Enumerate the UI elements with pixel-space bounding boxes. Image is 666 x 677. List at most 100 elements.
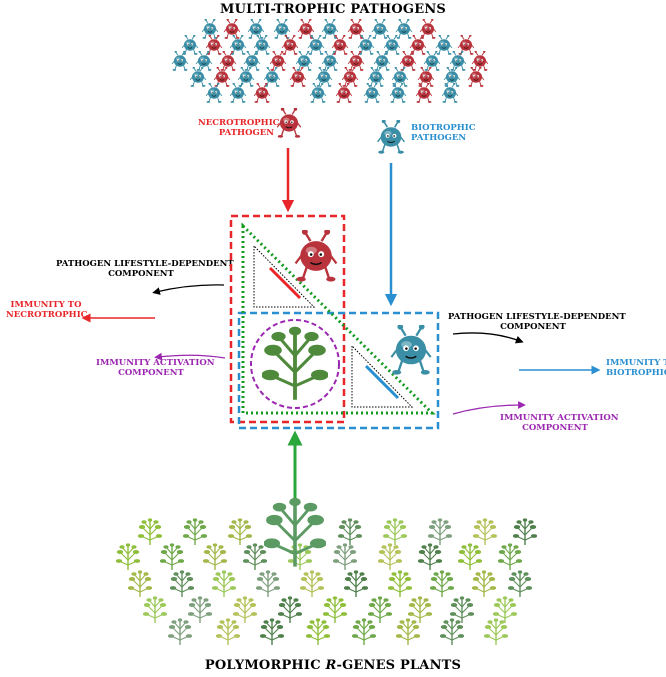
field-plant-icon [333, 543, 357, 571]
right-immunity-label-line2: BIOTROPHIC [606, 368, 666, 378]
biotrophic-pathogen-label-line1: BIOTROPHIC [411, 123, 476, 133]
bottom-title: POLYMORPHIC R-GENES PLANTS [0, 658, 666, 673]
crowd-pathogen-icon [441, 83, 459, 103]
crowd-pathogen-icon [371, 19, 389, 39]
field-plant-icon [323, 596, 347, 624]
crowd-pathogen-icon [247, 19, 265, 39]
field-plant-icon [388, 570, 412, 598]
biotrophic-box [237, 311, 440, 430]
crowd-pathogen-icon [449, 51, 467, 71]
right-immunity-label-line1: IMMUNITY TO [606, 358, 666, 368]
field-plant-icon [352, 618, 376, 646]
plant-fitness-triangle [241, 222, 436, 415]
field-plant-icon [216, 618, 240, 646]
field-plant-icon [183, 518, 207, 546]
tall-plant-icon [263, 498, 326, 567]
field-plant-icon [344, 570, 368, 598]
field-plant-icon [170, 570, 194, 598]
necrotrophic-pathogen-label: NECROTROPHIC PATHOGEN [198, 118, 280, 138]
right-lifestyle-label: PATHOGEN LIFESTYLE-DEPENDENT COMPONENT [448, 312, 626, 332]
field-plant-icon [440, 618, 464, 646]
right-lifestyle-label-line2: COMPONENT [500, 322, 566, 332]
necrotrophic-stripe [268, 266, 302, 300]
right-activation-label-line1: IMMUNITY ACTIVATION [500, 413, 619, 423]
necrotrophic-box [229, 214, 346, 424]
field-plant-icon [260, 618, 284, 646]
field-plant-icon [128, 570, 152, 598]
field-plant-icon [418, 543, 442, 571]
top-title: MULTI-TROPHIC PATHOGENS [220, 2, 446, 17]
field-plant-icon [408, 596, 432, 624]
left-lifestyle-label-line2: COMPONENT [108, 269, 174, 279]
left-lifestyle-label: PATHOGEN LIFESTYLE-DEPENDENT COMPONENT [56, 259, 234, 279]
crowd-pathogen-icon [389, 83, 407, 103]
pathogen-crowd [171, 19, 489, 103]
left-immunity-label: IMMUNITY TO NECROTROPHIC [6, 300, 88, 320]
crowd-pathogen-icon [273, 19, 291, 39]
biotrophic-pathogen-label: BIOTROPHIC PATHOGEN [411, 123, 476, 143]
field-plant-icon [233, 596, 257, 624]
right-activation-label-line2: COMPONENT [522, 423, 588, 433]
bottom-title-part1: POLYMORPHIC [204, 658, 326, 673]
crowd-pathogen-icon [363, 83, 381, 103]
crowd-pathogen-icon [281, 35, 299, 55]
field-plant-icon [160, 543, 184, 571]
left-lifestyle-label-line1: PATHOGEN LIFESTYLE-DEPENDENT [56, 259, 234, 269]
crowd-pathogen-icon [395, 19, 413, 39]
field-plant-icon [513, 518, 537, 546]
field-plant-icon [168, 618, 192, 646]
necrotrophic-small-triangle [253, 244, 316, 308]
left-activation-label: IMMUNITY ACTIVATION COMPONENT [96, 358, 215, 378]
field-plant-icon [188, 596, 212, 624]
biotrophic-pathogen-label-line2: PATHOGEN [411, 133, 467, 143]
biotrophic-box-pathogen-icon [390, 325, 432, 375]
biotrophic-pathogen-icon [376, 120, 406, 154]
bottom-title-part2: -GENES PLANTS [336, 658, 462, 673]
field-plant-icon [396, 618, 420, 646]
field-plant-icon [203, 543, 227, 571]
field-plant-icon [428, 518, 452, 546]
necrotrophic-pathogen-label-line2: PATHOGEN [218, 128, 274, 138]
plant-field [116, 518, 537, 646]
field-plant-icon [306, 618, 330, 646]
field-plant-icon [212, 570, 236, 598]
field-plant-icon [473, 518, 497, 546]
right-lifestyle-label-line1: PATHOGEN LIFESTYLE-DEPENDENT [448, 312, 626, 322]
biotrophic-stripe [364, 364, 400, 400]
field-plant-icon [228, 518, 252, 546]
field-plant-icon [116, 543, 140, 571]
crowd-pathogen-icon [205, 83, 223, 103]
field-plant-icon [243, 543, 267, 571]
crowd-pathogen-icon [229, 83, 247, 103]
bottom-title-italic-r: R [325, 658, 337, 673]
field-plant-icon [472, 570, 496, 598]
field-plant-icon [300, 570, 324, 598]
right-activation-arrow [452, 401, 526, 415]
left-lifestyle-arrow [152, 284, 225, 295]
necrotrophic-box-pathogen-icon [294, 230, 338, 282]
field-plant-icon [378, 543, 402, 571]
field-plant-icon [338, 518, 362, 546]
right-activation-label: IMMUNITY ACTIVATION COMPONENT [500, 413, 619, 433]
field-plant-icon [138, 518, 162, 546]
field-plant-icon [430, 570, 454, 598]
left-activation-arrow [154, 352, 226, 361]
immunity-circle [250, 319, 340, 409]
field-plant-icon [256, 570, 280, 598]
right-immunity-label: IMMUNITY TO BIOTROPHIC [606, 358, 666, 378]
necrotrophic-pathogen-icon [276, 108, 302, 138]
field-plant-icon [383, 518, 407, 546]
crowd-pathogen-icon [457, 35, 475, 55]
left-immunity-label-line2: NECROTROPHIC [6, 310, 88, 320]
crowd-pathogen-icon [435, 35, 453, 55]
right-lifestyle-arrow [452, 332, 524, 344]
left-immunity-label-line1: IMMUNITY TO [10, 300, 82, 310]
crowd-pathogen-icon [223, 19, 241, 39]
biotrophic-small-triangle [351, 344, 414, 408]
crowd-pathogen-icon [467, 67, 485, 87]
necrotrophic-pathogen-label-line1: NECROTROPHIC [198, 118, 280, 128]
field-plant-icon [368, 596, 392, 624]
left-activation-label-line2: COMPONENT [118, 368, 184, 378]
field-plant-icon [278, 596, 302, 624]
